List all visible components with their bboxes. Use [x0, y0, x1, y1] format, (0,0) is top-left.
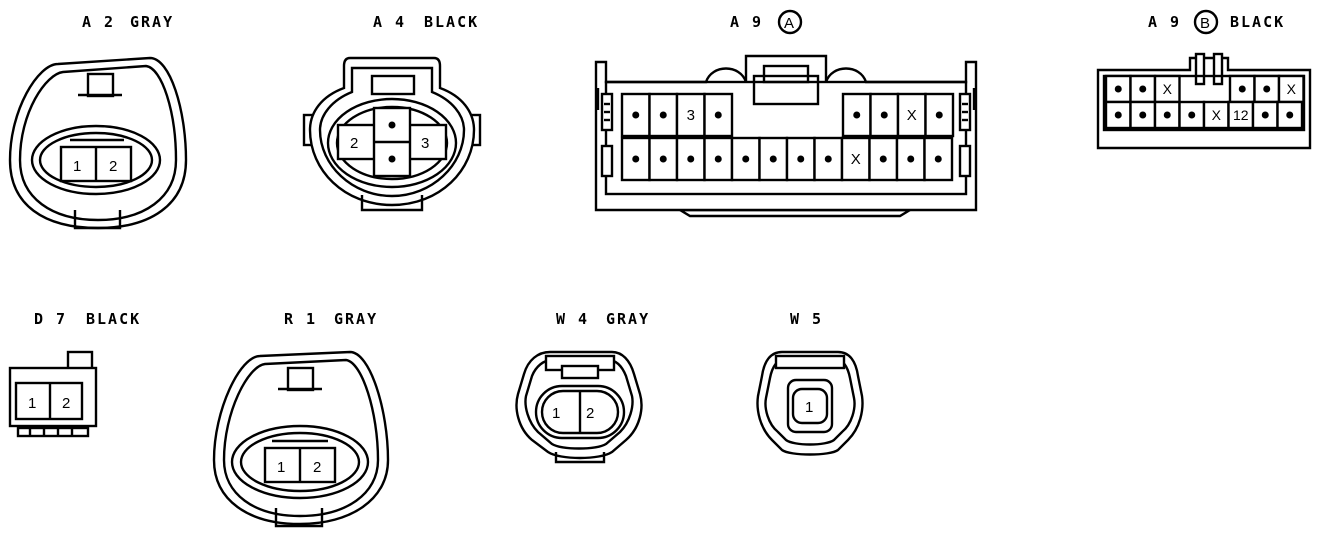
- connector-a9a-variant-badge: [777, 9, 803, 35]
- a9a-top-left-pin-dot: [659, 111, 667, 119]
- a9a-top-right-pin-dot: [935, 111, 943, 119]
- a9a-top-left-cavity-label: 3: [687, 107, 695, 124]
- connector-d7-pin-2: 2: [62, 395, 70, 412]
- connector-a4-pin-3: 3: [421, 135, 429, 152]
- a9a-top-right-pin-dot: [880, 111, 888, 119]
- a9a-bottom-pin-dot: [659, 155, 667, 163]
- a9a-bottom-pin-dot: [797, 155, 805, 163]
- connector-a4-code: A 4: [373, 13, 406, 31]
- a9a-bottom-pin-dot: [687, 155, 695, 163]
- connector-a9a-code: A 9: [730, 13, 763, 31]
- connector-a4: A 4 BLACK 2 3: [302, 13, 482, 212]
- connector-a2-pin-1: 1: [73, 158, 81, 175]
- a9b-top-right-cavity-label: X: [1287, 81, 1297, 97]
- connector-w4-pin-2: 2: [586, 405, 594, 422]
- a9a-bottom-pin-dot: [879, 155, 887, 163]
- a9a-bottom-pin-dot: [907, 155, 915, 163]
- a9b-bottom-cavity: [1251, 100, 1279, 130]
- connector-d7-code: D 7: [34, 310, 67, 328]
- connector-r1-pin-1: 1: [277, 459, 285, 476]
- connector-r1-pin-2: 2: [313, 459, 321, 476]
- a9b-top-right-pin-dot: [1263, 85, 1271, 93]
- connector-a4-color: BLACK: [424, 13, 479, 31]
- connector-a2-pin-2: 2: [109, 158, 117, 175]
- connector-w4: W 4 GRAY 1 2: [515, 310, 650, 464]
- a9a-top-left-pin-dot: [632, 111, 640, 119]
- a9a-top-right-cavity: [841, 92, 872, 138]
- connector-d7-color: BLACK: [86, 310, 141, 328]
- connector-a4-pin-2: 2: [350, 135, 358, 152]
- connector-r1-code: R 1: [284, 310, 317, 328]
- a9a-top-right-cavity-label: X: [907, 107, 917, 124]
- connector-a9a-variant: A: [784, 15, 794, 32]
- connector-a9b-variant-badge: [1193, 9, 1219, 35]
- connector-a9b-pin-grid: X X X 12: [1104, 74, 1305, 130]
- a9b-top-left-cavity-label: X: [1163, 81, 1173, 97]
- connector-a9b-variant: B: [1200, 15, 1210, 32]
- a9b-bottom-pin-dot: [1188, 111, 1196, 119]
- a9a-bottom-cavity-label: X: [851, 151, 861, 168]
- connector-a9b-code: A 9: [1148, 13, 1181, 31]
- a9b-top-left-pin-dot: [1114, 85, 1122, 93]
- a9a-bottom-pin-dot: [934, 155, 942, 163]
- a9a-bottom-pin-dot: [769, 155, 777, 163]
- a9b-bottom-pin-dot: [1163, 111, 1171, 119]
- connector-a2-color: GRAY: [130, 13, 174, 31]
- connector-w5-pin-1: 1: [805, 399, 813, 416]
- connector-w4-code: W 4: [556, 310, 589, 328]
- a9a-bottom-pin-dot: [714, 155, 722, 163]
- connector-w4-pin-1: 1: [552, 405, 560, 422]
- connector-d7: D 7 BLACK 1 2: [8, 310, 141, 438]
- a9b-bottom-cavity: [1202, 100, 1230, 130]
- a9b-bottom-pin-dot: [1261, 111, 1269, 119]
- a9a-top-left-cavity: [675, 92, 706, 138]
- connector-d7-pin-1: 1: [28, 395, 36, 412]
- a9a-top-right-pin-dot: [853, 111, 861, 119]
- a9b-bottom-cavity-label: 12: [1233, 107, 1249, 123]
- a9b-top-left-pin-dot: [1139, 85, 1147, 93]
- connector-w4-color: GRAY: [606, 310, 650, 328]
- connector-a2-code: A 2: [82, 13, 115, 31]
- a9a-bottom-pin-dot: [824, 155, 832, 163]
- a9b-bottom-cavity-label: X: [1212, 107, 1222, 123]
- connector-a9b: A 9 B BLACK X X X 12: [1096, 9, 1312, 150]
- a9b-bottom-pin-dot: [1114, 111, 1122, 119]
- connector-w5-code: W 5: [790, 310, 823, 328]
- connector-a9b-color: BLACK: [1230, 13, 1285, 31]
- a9a-bottom-pin-dot: [632, 155, 640, 163]
- connector-r1: R 1 GRAY 1 2: [212, 310, 390, 528]
- a9a-bottom-pin-dot: [742, 155, 750, 163]
- a9b-top-right-cavity: [1277, 74, 1305, 104]
- a9a-top-left-pin-dot: [714, 111, 722, 119]
- a9b-bottom-pin-dot: [1286, 111, 1294, 119]
- connector-a2: A 2 GRAY 1 2: [8, 13, 188, 230]
- a9b-top-right-pin-dot: [1238, 85, 1246, 93]
- a9a-top-right-cavity: [896, 92, 927, 138]
- connector-w5: W 5 1: [756, 310, 864, 456]
- connector-r1-color: GRAY: [334, 310, 378, 328]
- a9b-bottom-pin-dot: [1139, 111, 1147, 119]
